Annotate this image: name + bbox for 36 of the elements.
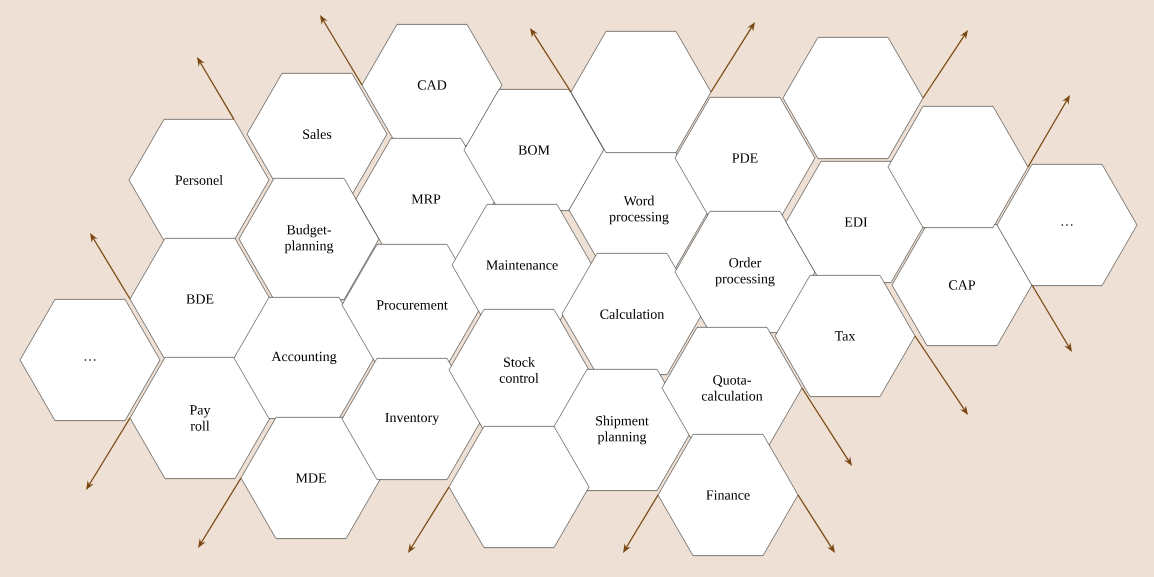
hexagon-box: Personel bbox=[128, 119, 270, 241]
arrow bbox=[197, 57, 235, 121]
arrow bbox=[914, 335, 968, 415]
hexagon-box: CAD bbox=[361, 24, 503, 146]
hexagon-box: EDI bbox=[785, 161, 927, 283]
empty-hexagon bbox=[448, 426, 590, 548]
hexagon-box: PDE bbox=[674, 97, 816, 219]
arrow bbox=[922, 30, 968, 99]
arrow bbox=[801, 387, 852, 466]
hexagon-box: Accounting bbox=[233, 297, 375, 419]
arrow bbox=[710, 22, 755, 93]
hexagon-box: Budget-planning bbox=[238, 178, 380, 300]
hexagon-box: BDE bbox=[129, 238, 271, 360]
hexagon-box: Inventory bbox=[341, 358, 483, 480]
hexagon-box: … bbox=[19, 299, 161, 421]
arrow bbox=[797, 494, 835, 553]
hexagon-box: Quota-calculation bbox=[661, 327, 803, 449]
arrow bbox=[320, 15, 363, 86]
hexagon-box: BOM bbox=[463, 89, 605, 211]
arrow bbox=[623, 494, 659, 553]
hexagon-box: Order processing bbox=[674, 211, 816, 333]
hexagon-box: Sales bbox=[246, 73, 388, 195]
hexagon-box: CAP bbox=[891, 224, 1033, 346]
hexagon-box: Shipment planning bbox=[551, 369, 693, 491]
arrow bbox=[408, 486, 450, 553]
empty-hexagon bbox=[782, 37, 924, 159]
hexagon-box: MDE bbox=[240, 417, 382, 539]
hexagon-box: Calculation bbox=[561, 253, 703, 375]
hexagon-box: Procurement bbox=[341, 244, 483, 366]
empty-hexagon bbox=[570, 31, 712, 153]
hexagon-box: Stock control bbox=[448, 309, 590, 431]
hexagon-box: … bbox=[996, 164, 1138, 286]
empty-hexagon bbox=[887, 106, 1029, 228]
hexagon-box: Pay roll bbox=[129, 357, 271, 479]
hexagon-box: Tax bbox=[774, 275, 916, 397]
hexagon-box: Finance bbox=[657, 434, 799, 556]
